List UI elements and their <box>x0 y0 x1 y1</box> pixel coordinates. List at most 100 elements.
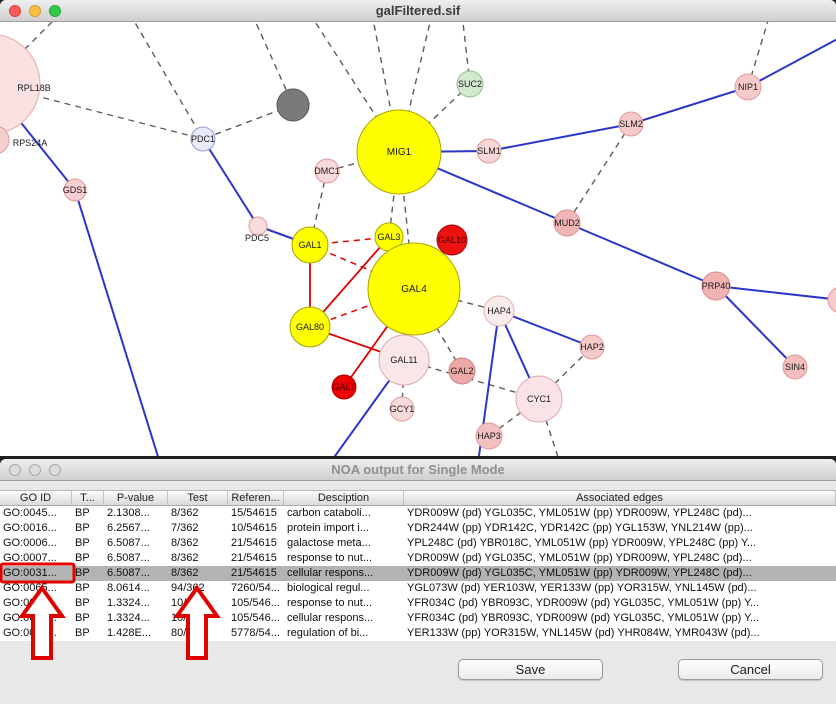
network-node-HAP3[interactable] <box>475 422 503 450</box>
minimize-icon[interactable] <box>29 5 41 17</box>
network-node-SUC2[interactable] <box>456 70 484 98</box>
cell: BP <box>75 627 90 639</box>
close-icon[interactable] <box>9 464 21 476</box>
cell: GO:0031... <box>3 567 57 579</box>
network-node-SLM1[interactable] <box>476 138 502 164</box>
cell: GO:0007... <box>3 552 57 564</box>
network-node-label: GAL1 <box>298 240 321 250</box>
network-node-RPL18B[interactable] <box>0 34 41 134</box>
close-icon[interactable] <box>9 5 21 17</box>
network-node-GAL11[interactable] <box>378 334 430 386</box>
network-node-SLM2[interactable] <box>618 111 644 137</box>
network-edge-SLM2-MUD2 <box>566 123 632 224</box>
network-node-label: GAL80 <box>296 322 324 332</box>
network-node-HAP4[interactable] <box>483 295 515 327</box>
network-node-label: PDC5 <box>245 233 269 243</box>
network-node-NIP1[interactable] <box>734 73 762 101</box>
cell: 2.1308... <box>107 507 150 519</box>
network-node-SIN4[interactable] <box>782 354 808 380</box>
column-header-p-value[interactable]: P-value <box>104 491 168 505</box>
network-node-GDS1[interactable] <box>63 178 87 202</box>
column-header-associated-edges[interactable]: Associated edges <box>404 491 836 505</box>
network-node-label: GCY1 <box>390 404 415 414</box>
network-node-label: GAL2 <box>450 366 473 376</box>
network-node-label: SLM1 <box>477 146 501 156</box>
network-node-MIG1[interactable] <box>356 109 442 195</box>
cell: cellular respons... <box>287 612 374 624</box>
cell: 21/54615 <box>231 552 277 564</box>
network-node-HAP2[interactable] <box>579 334 605 360</box>
network-node-GAL2[interactable] <box>448 357 476 385</box>
network-node-edgeR[interactable] <box>827 287 836 313</box>
network-edge-MUD2-PRP40 <box>566 222 717 287</box>
network-node-GAL1[interactable] <box>291 226 329 264</box>
network-node-label: HAP4 <box>487 306 511 316</box>
network-node-GCY1[interactable] <box>389 396 415 422</box>
network-node-label: CYC1 <box>527 394 551 404</box>
network-node-DMC1[interactable] <box>314 158 340 184</box>
network-node-MUD2[interactable] <box>553 209 581 237</box>
network-node-PDC1[interactable] <box>190 126 216 152</box>
network-node-GAL7[interactable] <box>331 374 357 400</box>
network-edge-DMC1-GAL1 <box>309 170 328 246</box>
cancel-button[interactable]: Cancel <box>678 659 823 680</box>
column-header-referen-[interactable]: Referen... <box>228 491 284 505</box>
cell: GO:0065... <box>3 582 57 594</box>
network-node-label: HAP3 <box>477 431 501 441</box>
column-header-test[interactable]: Test <box>168 491 228 505</box>
column-header-t-[interactable]: T... <box>72 491 104 505</box>
cell: YDR244W (pp) YDR142C, YDR142C (pp) YGL15… <box>407 522 753 534</box>
zoom-icon[interactable] <box>49 5 61 17</box>
save-button[interactable]: Save <box>458 659 603 680</box>
cell: BP <box>75 612 90 624</box>
network-node-GAL10[interactable] <box>436 224 468 256</box>
network-edge-pt_topL2-PDC1 <box>133 22 204 140</box>
column-header-go-id[interactable]: GO ID <box>0 491 72 505</box>
minimize-icon[interactable] <box>29 464 41 476</box>
cell: cellular respons... <box>287 567 374 579</box>
noa-window-titlebar[interactable]: NOA output for Single Mode <box>0 459 836 481</box>
cell: 21/54615 <box>231 567 277 579</box>
cell: biological regul... <box>287 582 370 594</box>
cell: 6.5087... <box>107 552 150 564</box>
network-node-PDC5[interactable] <box>248 216 268 236</box>
cell: YGL073W (pd) YER103W, YER133W (pp) YOR31… <box>407 582 757 594</box>
network-node-GAL4[interactable] <box>367 242 461 336</box>
cell: GO:0050... <box>3 627 57 639</box>
cell: GO:0031... <box>3 612 57 624</box>
zoom-icon[interactable] <box>49 464 61 476</box>
cell: regulation of bi... <box>287 627 369 639</box>
cell: 8/362 <box>171 552 199 564</box>
cell: YDR009W (pd) YGL035C, YML051W (pp) YDR00… <box>407 567 752 579</box>
network-node-RPS24A[interactable] <box>0 126 10 154</box>
cell: YER133W (pp) YOR315W, YNL145W (pd) YHR08… <box>407 627 760 639</box>
network-window-titlebar[interactable]: galFiltered.sif <box>0 0 836 22</box>
network-node-PRP40[interactable] <box>701 271 731 301</box>
cell: GO:0006... <box>3 537 57 549</box>
window-title: galFiltered.sif <box>375 3 461 18</box>
network-canvas[interactable]: RPL18BRPS24AGDS1PDC1DMC1MIG1SUC2SLM1SLM2… <box>0 22 836 456</box>
network-edge-GDS1-pt_b1 <box>74 189 159 456</box>
network-node-label: RPS24A <box>13 138 48 148</box>
cell: 15/54615 <box>231 507 277 519</box>
cell: GO:0009... <box>3 597 57 609</box>
network-node-label: DMC1 <box>314 166 340 176</box>
window-title: NOA output for Single Mode <box>331 462 505 477</box>
network-node-grayNode[interactable] <box>276 88 310 122</box>
cell: 1.428E... <box>107 627 152 639</box>
traffic-lights-inactive <box>9 464 61 476</box>
network-node-GAL80[interactable] <box>289 306 331 348</box>
column-header-desciption[interactable]: Desciption <box>284 491 404 505</box>
network-node-CYC1[interactable] <box>515 375 563 423</box>
